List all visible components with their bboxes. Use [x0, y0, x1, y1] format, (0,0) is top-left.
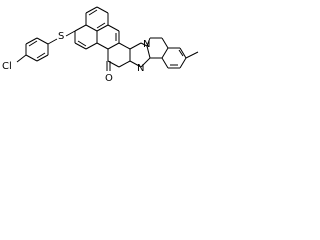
atom-chlorine: Cl — [2, 61, 12, 72]
chlorophenyl-ring — [16, 37, 49, 63]
molecule-drawing: Cl S N N O — [2, 6, 199, 84]
atom-oxygen: O — [105, 73, 113, 84]
thioether-bonds — [47, 30, 76, 45]
structure-diagram: Cl S N N O — [0, 0, 242, 98]
atom-nitrogen-imidazole: N — [143, 39, 150, 50]
atom-sulfur: S — [58, 31, 64, 42]
atom-nitrogen-ring: N — [137, 63, 144, 74]
fused-ring-core — [74, 6, 199, 71]
